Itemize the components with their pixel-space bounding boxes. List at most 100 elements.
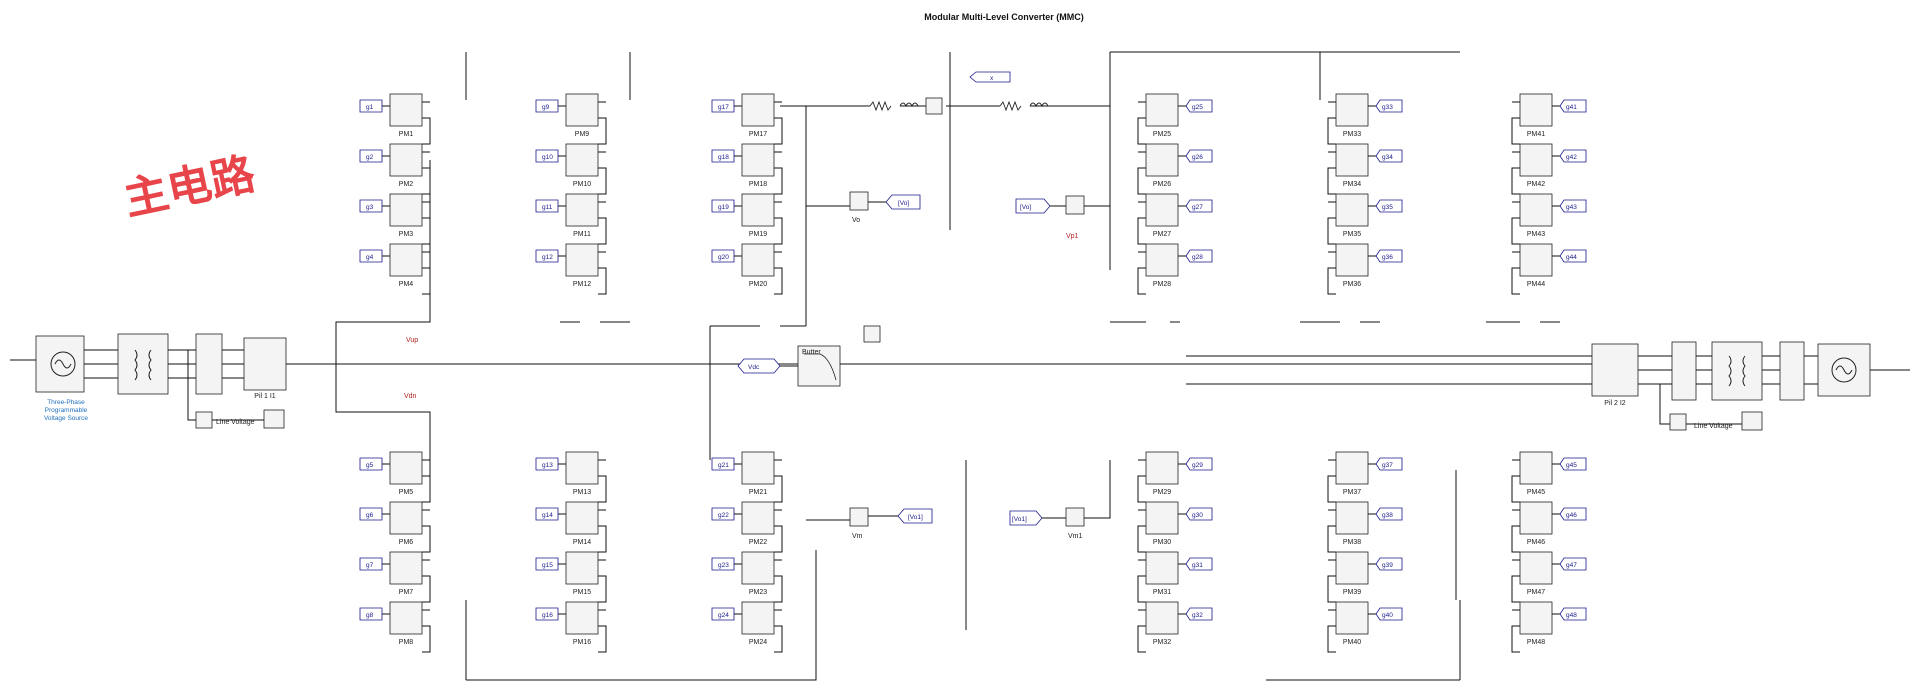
power-module-pm26[interactable]: PM26 bbox=[1145, 143, 1179, 188]
vm-goto-tag[interactable] bbox=[897, 508, 933, 524]
gate-signal-tag-g34[interactable]: g34 bbox=[1375, 149, 1403, 163]
gate-signal-tag-g5[interactable]: g5 bbox=[359, 457, 383, 471]
gate-signal-tag-g38[interactable]: g38 bbox=[1375, 507, 1403, 521]
gate-signal-tag-g43[interactable]: g43 bbox=[1559, 199, 1587, 213]
meter-left-block[interactable] bbox=[195, 411, 213, 429]
power-module-pm25[interactable]: PM25 bbox=[1145, 93, 1179, 138]
gate-signal-tag-g24[interactable]: g24 bbox=[711, 607, 735, 621]
gate-signal-tag-g14[interactable]: g14 bbox=[535, 507, 559, 521]
gate-signal-tag-g11[interactable]: g11 bbox=[535, 199, 559, 213]
power-module-pm41[interactable]: PM41 bbox=[1519, 93, 1553, 138]
display-block[interactable] bbox=[863, 325, 881, 343]
transformer-left[interactable] bbox=[117, 333, 169, 395]
gate-signal-tag-g31[interactable]: g31 bbox=[1185, 557, 1213, 571]
gate-signal-tag-g48[interactable]: g48 bbox=[1559, 607, 1587, 621]
scope-left[interactable] bbox=[263, 409, 285, 429]
meter-right-block[interactable] bbox=[1669, 413, 1687, 431]
gate-signal-tag-g23[interactable]: g23 bbox=[711, 557, 735, 571]
gate-signal-tag-g9[interactable]: g9 bbox=[535, 99, 559, 113]
gate-signal-tag-g12[interactable]: g12 bbox=[535, 249, 559, 263]
gate-signal-tag-g27[interactable]: g27 bbox=[1185, 199, 1213, 213]
power-module-pm27[interactable]: PM27 bbox=[1145, 193, 1179, 238]
gate-signal-tag-g39[interactable]: g39 bbox=[1375, 557, 1403, 571]
power-module-pm30[interactable]: PM30 bbox=[1145, 501, 1179, 546]
power-module-pm44[interactable]: PM44 bbox=[1519, 243, 1553, 288]
power-module-pm1[interactable]: PM1 bbox=[389, 93, 423, 138]
power-module-pm13[interactable]: PM13 bbox=[565, 451, 599, 496]
gate-signal-tag-g21[interactable]: g21 bbox=[711, 457, 735, 471]
power-module-pm46[interactable]: PM46 bbox=[1519, 501, 1553, 546]
power-module-pm48[interactable]: PM48 bbox=[1519, 601, 1553, 646]
gate-signal-tag-g16[interactable]: g16 bbox=[535, 607, 559, 621]
power-module-pm35[interactable]: PM35 bbox=[1335, 193, 1369, 238]
gate-signal-tag-g18[interactable]: g18 bbox=[711, 149, 735, 163]
gate-signal-tag-g47[interactable]: g47 bbox=[1559, 557, 1587, 571]
vm1-from-tag[interactable] bbox=[1009, 510, 1043, 526]
gate-signal-tag-g30[interactable]: g30 bbox=[1185, 507, 1213, 521]
gate-signal-tag-g40[interactable]: g40 bbox=[1375, 607, 1403, 621]
power-module-pm7[interactable]: PM7 bbox=[389, 551, 423, 596]
power-module-pm43[interactable]: PM43 bbox=[1519, 193, 1553, 238]
vo-goto-tag[interactable] bbox=[885, 194, 921, 210]
power-module-pm17[interactable]: PM17 bbox=[741, 93, 775, 138]
power-module-pm28[interactable]: PM28 bbox=[1145, 243, 1179, 288]
power-module-pm9[interactable]: PM9 bbox=[565, 93, 599, 138]
butter-filter-block[interactable] bbox=[797, 345, 841, 387]
transformer-right[interactable] bbox=[1711, 341, 1763, 401]
power-module-pm45[interactable]: PM45 bbox=[1519, 451, 1553, 496]
power-module-pm10[interactable]: PM10 bbox=[565, 143, 599, 188]
gate-signal-tag-g29[interactable]: g29 bbox=[1185, 457, 1213, 471]
power-module-pm33[interactable]: PM33 bbox=[1335, 93, 1369, 138]
scope-right[interactable] bbox=[1741, 411, 1763, 431]
gate-signal-tag-g6[interactable]: g6 bbox=[359, 507, 383, 521]
gate-signal-tag-g45[interactable]: g45 bbox=[1559, 457, 1587, 471]
breaker-left[interactable] bbox=[243, 337, 287, 391]
gate-signal-tag-g36[interactable]: g36 bbox=[1375, 249, 1403, 263]
power-module-pm18[interactable]: PM18 bbox=[741, 143, 775, 188]
power-module-pm3[interactable]: PM3 bbox=[389, 193, 423, 238]
sum-block-x[interactable] bbox=[925, 97, 943, 115]
power-module-pm4[interactable]: PM4 bbox=[389, 243, 423, 288]
gate-signal-tag-g3[interactable]: g3 bbox=[359, 199, 383, 213]
power-module-pm16[interactable]: PM16 bbox=[565, 601, 599, 646]
measurement-left[interactable] bbox=[195, 333, 223, 395]
gate-signal-tag-g15[interactable]: g15 bbox=[535, 557, 559, 571]
gate-signal-tag-g8[interactable]: g8 bbox=[359, 607, 383, 621]
gate-signal-tag-g19[interactable]: g19 bbox=[711, 199, 735, 213]
power-module-pm8[interactable]: PM8 bbox=[389, 601, 423, 646]
gate-signal-tag-g17[interactable]: g17 bbox=[711, 99, 735, 113]
vdc-tag[interactable] bbox=[737, 358, 781, 374]
power-module-pm40[interactable]: PM40 bbox=[1335, 601, 1369, 646]
breaker-right[interactable] bbox=[1591, 343, 1639, 397]
gate-signal-tag-g35[interactable]: g35 bbox=[1375, 199, 1403, 213]
vm-sum-block[interactable] bbox=[849, 507, 869, 527]
scope-x-tag[interactable] bbox=[969, 71, 1011, 83]
power-module-pm14[interactable]: PM14 bbox=[565, 501, 599, 546]
power-module-pm6[interactable]: PM6 bbox=[389, 501, 423, 546]
power-module-pm47[interactable]: PM47 bbox=[1519, 551, 1553, 596]
power-module-pm5[interactable]: PM5 bbox=[389, 451, 423, 496]
power-module-pm37[interactable]: PM37 bbox=[1335, 451, 1369, 496]
vo-sum-block[interactable] bbox=[849, 191, 869, 211]
power-module-pm36[interactable]: PM36 bbox=[1335, 243, 1369, 288]
gate-signal-tag-g20[interactable]: g20 bbox=[711, 249, 735, 263]
power-module-pm42[interactable]: PM42 bbox=[1519, 143, 1553, 188]
three-phase-source-right[interactable] bbox=[1817, 343, 1871, 397]
gate-signal-tag-g41[interactable]: g41 bbox=[1559, 99, 1587, 113]
power-module-pm29[interactable]: PM29 bbox=[1145, 451, 1179, 496]
power-module-pm21[interactable]: PM21 bbox=[741, 451, 775, 496]
gate-signal-tag-g42[interactable]: g42 bbox=[1559, 149, 1587, 163]
gate-signal-tag-g26[interactable]: g26 bbox=[1185, 149, 1213, 163]
gate-signal-tag-g2[interactable]: g2 bbox=[359, 149, 383, 163]
vp1-sum-block[interactable] bbox=[1065, 195, 1085, 215]
measurement-right-1[interactable] bbox=[1671, 341, 1697, 401]
gate-signal-tag-g37[interactable]: g37 bbox=[1375, 457, 1403, 471]
power-module-pm2[interactable]: PM2 bbox=[389, 143, 423, 188]
power-module-pm22[interactable]: PM22 bbox=[741, 501, 775, 546]
power-module-pm39[interactable]: PM39 bbox=[1335, 551, 1369, 596]
gate-signal-tag-g10[interactable]: g10 bbox=[535, 149, 559, 163]
power-module-pm19[interactable]: PM19 bbox=[741, 193, 775, 238]
measurement-right-2[interactable] bbox=[1779, 341, 1805, 401]
gate-signal-tag-g28[interactable]: g28 bbox=[1185, 249, 1213, 263]
vm1-sum-block[interactable] bbox=[1065, 507, 1085, 527]
